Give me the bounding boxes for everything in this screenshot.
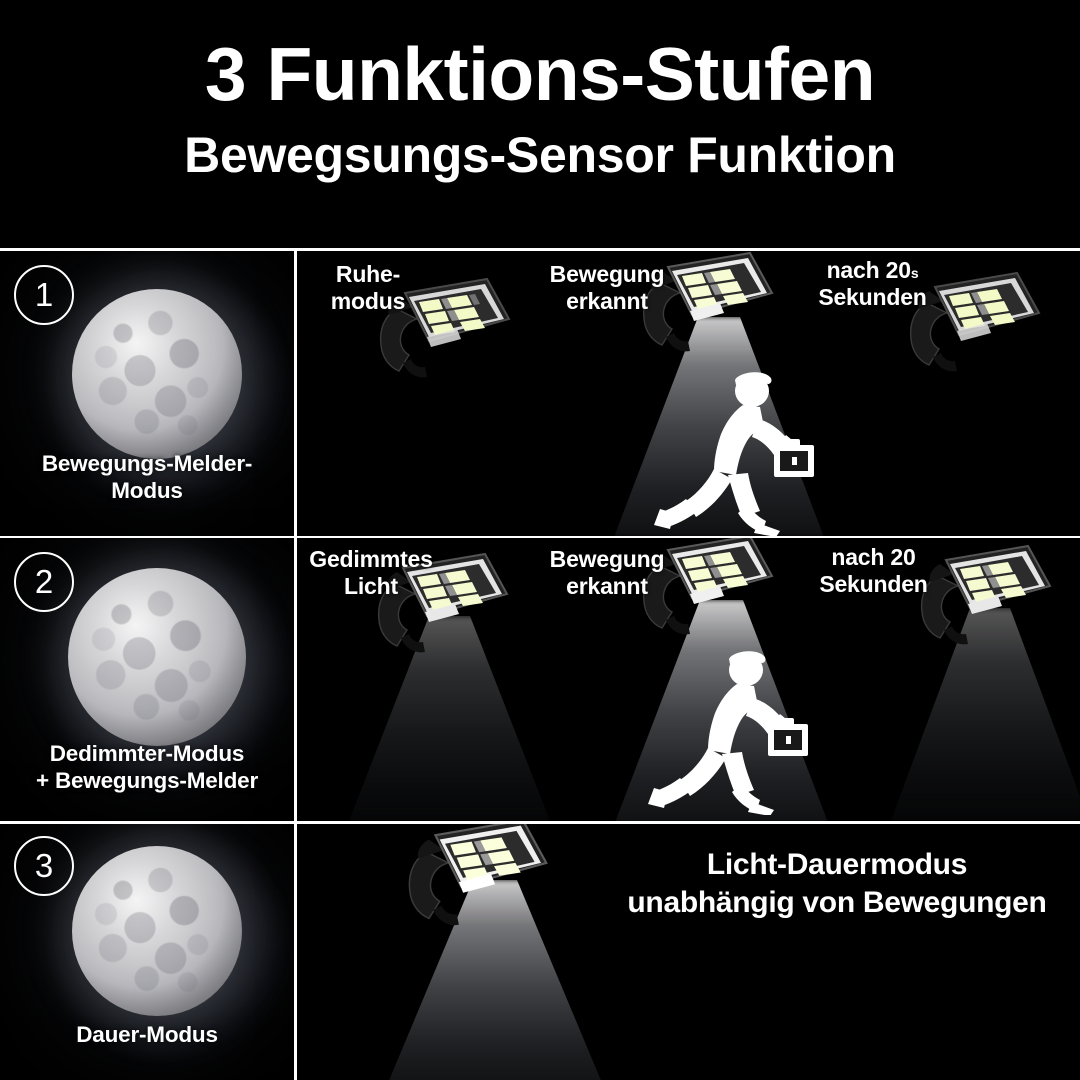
lamp-icon-2-3: [910, 542, 1060, 662]
moon-icon: [72, 289, 242, 459]
mode-label-1: Bewegungs-Melder- Modus: [0, 451, 294, 504]
stage-label-2-1-line2: Licht: [344, 573, 398, 600]
mode-label-3: Dauer-Modus: [0, 1022, 294, 1049]
lamp-icon-2-1: [367, 550, 517, 670]
stage-1-3: nach 20s Sekunden: [787, 251, 1080, 536]
scene-cell-1: Ruhe- modus: [297, 251, 1080, 536]
stage-label-1-2-line2: erkannt: [566, 288, 648, 315]
stage-label-2-2-line1: Bewegung: [549, 546, 665, 572]
stage-label-2-1: Gedimmtes Licht: [301, 546, 441, 600]
stage-label-2-1-line1: Gedimmtes: [309, 546, 433, 572]
stage-1-1: Ruhe- modus: [297, 251, 557, 536]
stage-2-3: nach 20 Sekunden: [792, 538, 1080, 821]
stage-label-1-3-line1-text: nach 20: [826, 257, 911, 283]
lamp-icon-1-1: [369, 275, 519, 395]
stage-2-2: Bewegung erkannt: [522, 538, 829, 821]
step-number-2: 2: [14, 552, 74, 612]
stage-label-1-3-line1: nach 20s: [795, 257, 950, 284]
running-person-icon-2-2: [634, 650, 809, 815]
mode-cell-3: 3 Dauer-Modus: [0, 824, 294, 1080]
stage-label-1-3-line2: Sekunden: [818, 284, 927, 311]
scene-cell-2: Gedimmtes Licht: [297, 538, 1080, 821]
stage-label-2-3-line1: nach 20: [831, 544, 916, 570]
stage-3-1: [297, 824, 657, 1080]
dauermodus-banner: Licht-Dauermodus unabhängig von Bewegung…: [607, 846, 1067, 921]
mode-label-2: Dedimmter-Modus + Bewegungs-Melder: [0, 741, 294, 794]
stage-label-1-3-unit: s: [910, 265, 919, 281]
mode-label-1-line2: Modus: [111, 477, 183, 503]
step-number-1: 1: [14, 265, 74, 325]
step-number-3: 3: [14, 836, 74, 896]
moon-icon: [68, 568, 246, 746]
mode-label-2-line1: Dedimmter-Modus: [49, 741, 245, 766]
stage-label-1-1: Ruhe- modus: [313, 261, 423, 315]
grid-line-top: [0, 248, 1080, 251]
scene-cell-3: Licht-Dauermodus unabhängig von Bewegung…: [297, 824, 1080, 1080]
dauermodus-banner-line2: unabhängig von Bewegungen: [627, 885, 1047, 919]
stage-label-1-2-line1: Bewegung: [549, 261, 665, 287]
grid-line-row2-row3: [0, 821, 1080, 824]
dauermodus-banner-line1: Licht-Dauermodus: [706, 848, 968, 881]
header: 3 Funktions-Stufen Bewegsungs-Sensor Fun…: [0, 0, 1080, 251]
mode-cell-2: 2 Dedimmter-Modus + Bewegungs-Melder: [0, 538, 294, 821]
stage-label-2-2: Bewegung erkannt: [532, 546, 682, 600]
stage-label-1-3: nach 20s Sekunden: [795, 257, 950, 311]
page-subtitle: Bewegsungs-Sensor Funktion: [184, 126, 896, 183]
page-title: 3 Funktions-Stufen: [204, 32, 876, 116]
grid-divider-row1: [294, 248, 297, 535]
grid-divider-row2: [294, 535, 297, 821]
stage-label-1-2: Bewegung erkannt: [532, 261, 682, 315]
mode-row-1: 1 Bewegungs-Melder- Modus Ruhe- modus: [0, 251, 1080, 536]
mode-cell-1: 1 Bewegungs-Melder- Modus: [0, 251, 294, 536]
mode-row-2: 2 Dedimmter-Modus + Bewegungs-Melder Ged…: [0, 538, 1080, 821]
stage-label-2-3: nach 20 Sekunden: [796, 544, 951, 598]
stage-label-2-3-line2: Sekunden: [819, 571, 928, 598]
mode-label-3-line1: Dauer-Modus: [76, 1022, 218, 1047]
running-person-icon-1-2: [640, 371, 815, 536]
stage-1-2: Bewegung erkannt: [522, 251, 824, 536]
mode-grid: 1 Bewegungs-Melder- Modus Ruhe- modus: [0, 248, 1080, 1080]
stage-label-2-2-line2: erkannt: [566, 573, 648, 600]
stage-label-1-1-line1: Ruhe-: [335, 261, 401, 287]
mode-row-3: 3 Dauer-Modus: [0, 824, 1080, 1080]
mode-label-2-line2: + Bewegungs-Melder: [35, 767, 259, 793]
lamp-icon-1-3: [899, 269, 1049, 389]
stage-label-1-1-line2: modus: [330, 288, 406, 315]
grid-line-row1-row2: [0, 535, 1080, 538]
lamp-icon-3-1: [397, 824, 557, 944]
mode-label-1-line1: Bewegungs-Melder-: [41, 451, 253, 476]
grid-divider-row3: [294, 821, 297, 1077]
moon-icon: [72, 846, 242, 1016]
